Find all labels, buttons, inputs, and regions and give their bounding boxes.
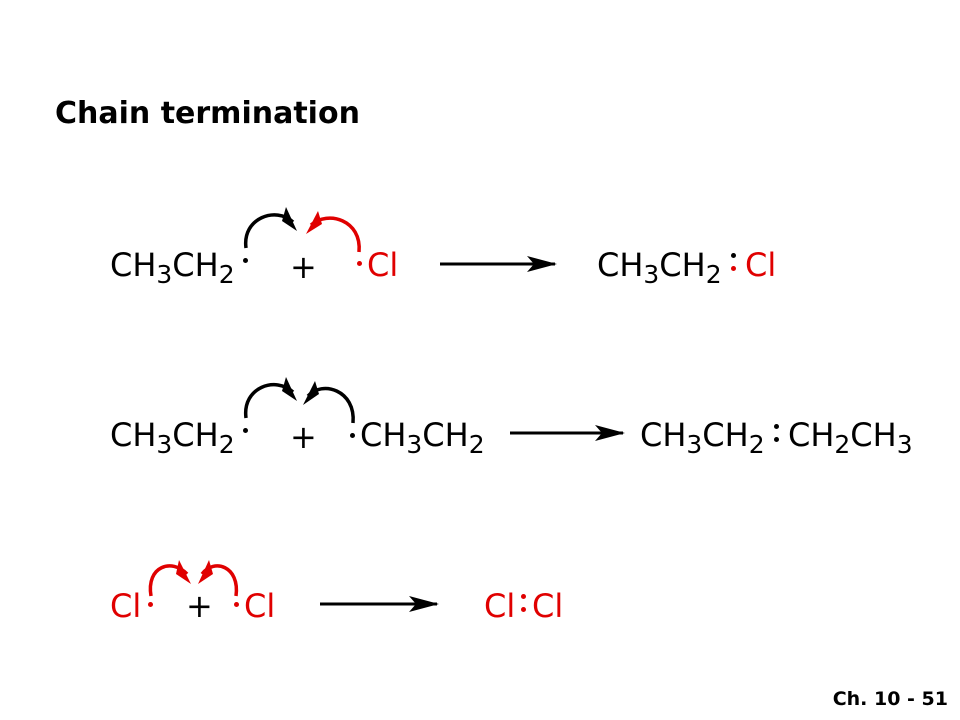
reactant-ethyl-radical-2: CH3CH2: [360, 416, 485, 459]
slide-title: Chain termination: [55, 96, 360, 131]
radical-dot: [234, 602, 239, 607]
plus-sign: +: [290, 418, 317, 456]
bond-electron-dot: [731, 253, 736, 258]
radical-dot: [243, 428, 248, 433]
fishhook-arrow-red: [148, 560, 191, 597]
plus-sign: +: [186, 587, 213, 625]
product-chlorine: Cl: [745, 246, 777, 284]
reactant-ethyl-radical: CH3CH2: [110, 416, 235, 459]
plus-sign: +: [290, 248, 317, 286]
radical-dot: [243, 258, 248, 263]
bond-electron-dot: [521, 594, 526, 599]
bond-electron-dot: [521, 607, 526, 612]
fishhook-arrow-red: [306, 211, 361, 253]
reactant-chlorine-radical-2: Cl: [244, 587, 276, 625]
product-ethyl: CH3CH2: [597, 246, 722, 289]
radical-dot: [350, 433, 355, 438]
reactant-ethyl-radical: CH3CH2: [110, 246, 235, 289]
fishhook-arrow-black: [303, 381, 355, 424]
fishhook-arrow-red: [198, 560, 239, 597]
product-butane-right: CH2CH3: [788, 416, 913, 459]
radical-dot: [148, 602, 153, 607]
product-chlorine-right: Cl: [532, 587, 564, 625]
product-chlorine-left: Cl: [484, 587, 516, 625]
reactant-chlorine-radical: Cl: [110, 587, 142, 625]
fishhook-arrow-black: [244, 207, 297, 249]
bond-electron-dot: [774, 424, 779, 429]
bond-electron-dot: [774, 437, 779, 442]
fishhook-arrow-black: [244, 377, 297, 419]
radical-dot: [357, 261, 362, 266]
reactant-chlorine-radical: Cl: [367, 246, 399, 284]
bond-electron-dot: [731, 266, 736, 271]
product-butane-left: CH3CH2: [640, 416, 765, 459]
slide-number: Ch. 10 - 51: [832, 688, 948, 710]
